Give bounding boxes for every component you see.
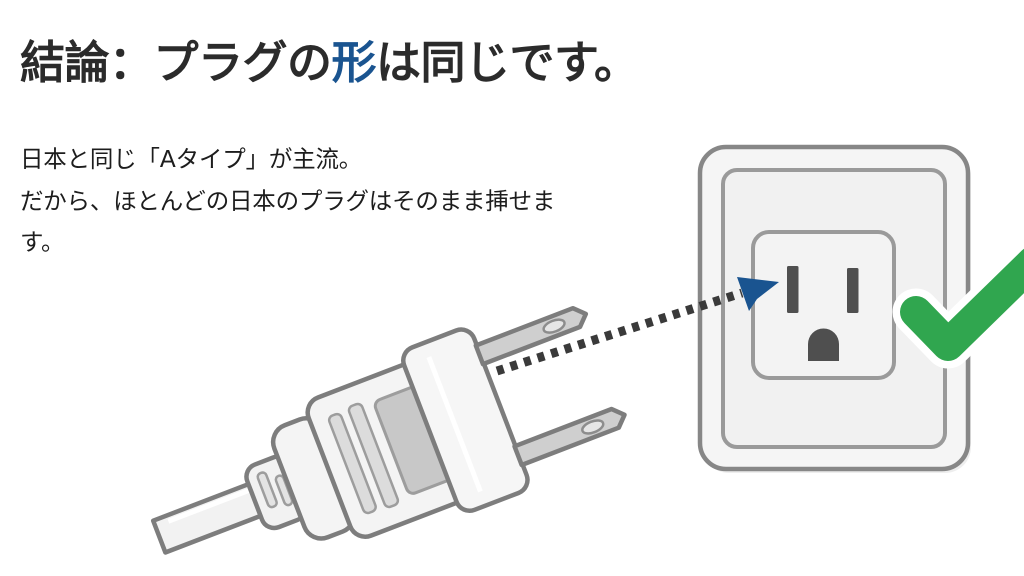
- plug-blade-upper: [473, 305, 589, 367]
- plug-blade-lower-body: [512, 406, 627, 468]
- body-text-line-1: 日本と同じ「Aタイプ」が主流。: [20, 145, 363, 173]
- plug-blade-lower-hole: [581, 419, 605, 435]
- insertion-direction-arrow: [495, 277, 779, 376]
- plug-body-rib-1: [327, 412, 377, 515]
- plug-blade-upper-body: [473, 305, 589, 367]
- page-title-prefix: 結論：プラグの: [20, 36, 332, 89]
- us-type-b-wall-outlet-icon: [697, 144, 971, 473]
- plug-cord-highlight: [167, 486, 256, 524]
- plug-blade-upper-hole: [542, 318, 566, 334]
- body-text-line-2: だから、ほとんどの日本のプラグはそのまま挿せま: [20, 186, 556, 215]
- outlet-slot-hot: [847, 268, 859, 313]
- plug-face-highlight: [426, 356, 483, 493]
- arrow-head-icon: [737, 277, 779, 311]
- plug-body-rib-2: [347, 402, 400, 509]
- type-a-two-prong-plug-icon: [150, 305, 627, 555]
- outlet-slot-neutral: [787, 266, 799, 313]
- page-title-highlight: 形: [331, 36, 377, 89]
- check-mark-stroke: [900, 248, 1024, 361]
- arrow-dashed-line: [495, 288, 744, 376]
- green-check-mark-icon: [892, 240, 1024, 369]
- body-text-line-3: す。: [20, 228, 65, 256]
- plug-strain-relief-rib-1: [256, 471, 278, 509]
- plug-blade-lower: [512, 406, 627, 468]
- outlet-ground-hole: [808, 328, 839, 361]
- page-title: 結論：プラグの形は同じです。: [20, 36, 639, 91]
- page-title-suffix: は同じです。: [376, 36, 639, 89]
- body-text: 日本と同じ「Aタイプ」が主流。 だから、ほとんどの日本のプラグはそのまま挿せま …: [20, 139, 660, 264]
